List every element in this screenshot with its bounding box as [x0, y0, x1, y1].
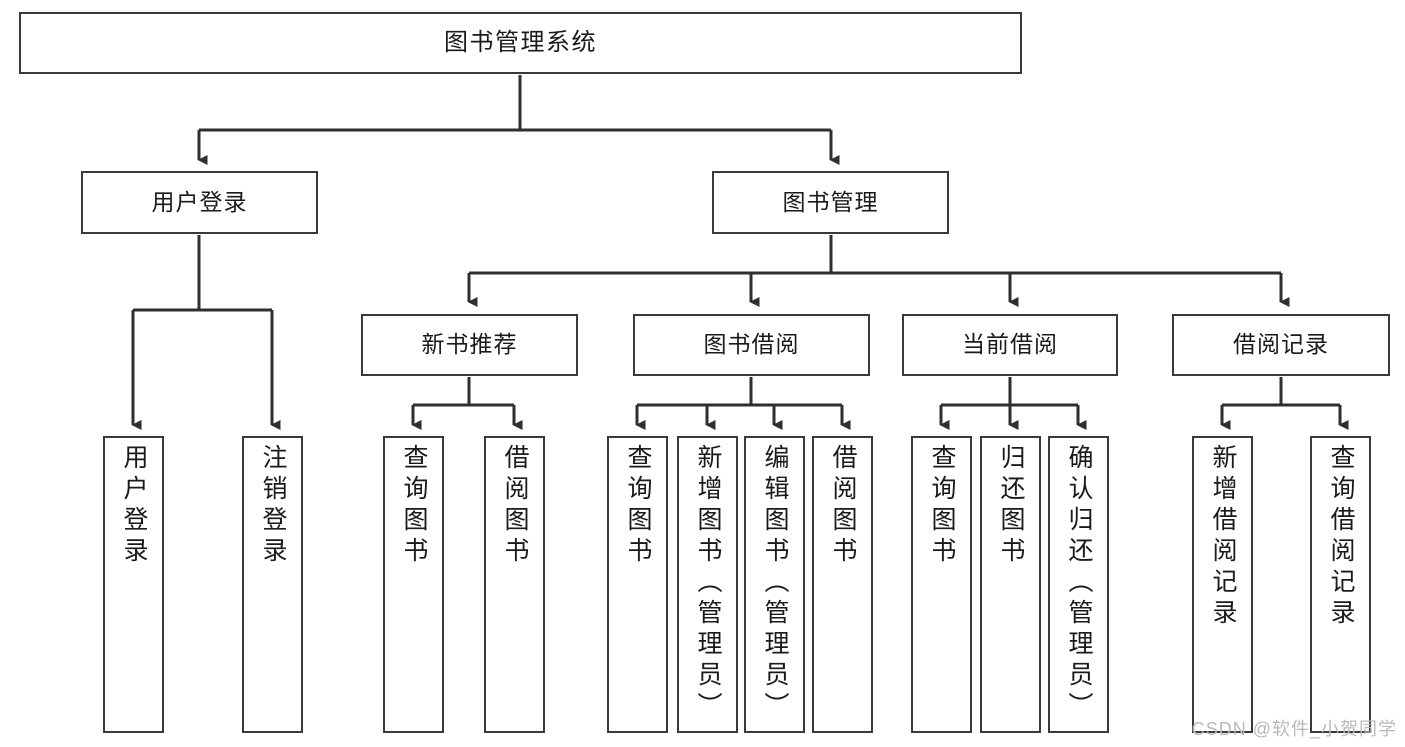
node-new-book-recommend[interactable]: 新书推荐 [361, 314, 578, 376]
leaf-user-login[interactable]: 用户登录 [103, 436, 164, 733]
node-label: 确认归还（管理员） [1065, 444, 1093, 723]
leaf-borrow-edit-book-admin[interactable]: 编辑图书（管理员） [744, 436, 805, 733]
leaf-current-query-book[interactable]: 查询图书 [911, 436, 972, 733]
node-label: 归还图书 [997, 444, 1025, 568]
node-label: 查询图书 [400, 444, 428, 568]
node-label: 查询图书 [928, 444, 956, 568]
node-book-management[interactable]: 图书管理 [712, 171, 949, 234]
node-user-login[interactable]: 用户登录 [81, 171, 318, 234]
node-label: 图书借阅 [703, 331, 800, 358]
leaf-borrow-add-book-admin[interactable]: 新增图书（管理员） [677, 436, 738, 733]
node-label: 新书推荐 [421, 331, 518, 358]
node-label: 查询借阅记录 [1327, 444, 1355, 630]
node-label: 查询图书 [624, 444, 652, 568]
leaf-record-query-borrow-record[interactable]: 查询借阅记录 [1310, 436, 1371, 733]
node-current-borrow[interactable]: 当前借阅 [902, 314, 1118, 376]
node-label: 图书管理系统 [444, 28, 597, 56]
node-borrow-record[interactable]: 借阅记录 [1172, 314, 1390, 376]
node-label: 用户登录 [120, 444, 148, 568]
node-label: 图书管理 [782, 188, 879, 215]
node-root-library-system[interactable]: 图书管理系统 [19, 12, 1022, 74]
node-label: 借阅图书 [501, 444, 529, 568]
node-label: 借阅图书 [829, 444, 857, 568]
node-label: 注销登录 [259, 444, 287, 568]
node-label: 借阅记录 [1233, 331, 1329, 358]
leaf-recommend-borrow-book[interactable]: 借阅图书 [484, 436, 545, 733]
leaf-logout[interactable]: 注销登录 [242, 436, 303, 733]
node-label: 用户登录 [151, 188, 248, 215]
leaf-recommend-query-book[interactable]: 查询图书 [383, 436, 444, 733]
node-label: 新增图书（管理员） [694, 444, 722, 723]
node-book-borrow[interactable]: 图书借阅 [633, 314, 870, 376]
leaf-borrow-query-book[interactable]: 查询图书 [607, 436, 668, 733]
node-label: 新增借阅记录 [1209, 444, 1237, 630]
leaf-record-add-borrow-record[interactable]: 新增借阅记录 [1192, 436, 1253, 733]
leaf-current-confirm-return-admin[interactable]: 确认归还（管理员） [1048, 436, 1109, 733]
leaf-current-return-book[interactable]: 归还图书 [980, 436, 1041, 733]
leaf-borrow-borrow-book[interactable]: 借阅图书 [812, 436, 873, 733]
watermark: CSDN @软件_小贺同学 [1191, 719, 1397, 739]
node-label: 当前借阅 [962, 331, 1058, 358]
node-label: 编辑图书（管理员） [761, 444, 789, 723]
